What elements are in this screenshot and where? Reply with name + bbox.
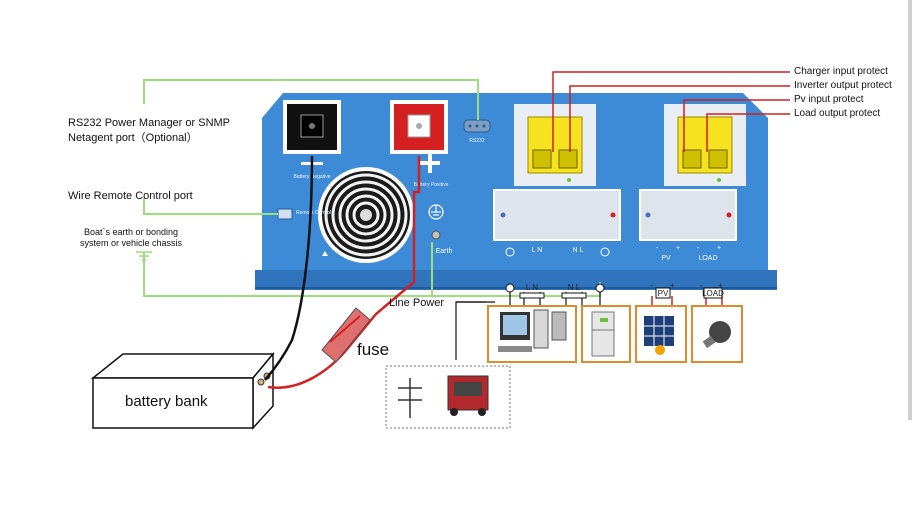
svg-text:+: + bbox=[718, 281, 723, 290]
cooling-fan bbox=[318, 167, 414, 263]
rs232-label-line2: Netagent port（Optional） bbox=[68, 132, 198, 144]
inverter-base bbox=[255, 270, 777, 290]
fuse-label: fuse bbox=[357, 340, 390, 359]
earth-label-line2: system or vehicle chassis bbox=[80, 238, 183, 248]
remote-control-port[interactable] bbox=[277, 208, 293, 220]
ac-terminal-cover[interactable] bbox=[493, 189, 621, 241]
positive-sign-v bbox=[428, 153, 432, 173]
rs232-port[interactable] bbox=[463, 119, 491, 133]
svg-text:-: - bbox=[656, 245, 659, 252]
sub-ln-label: L N bbox=[526, 283, 538, 292]
pv-terminal-label: PV bbox=[661, 255, 671, 262]
lamp-load-box bbox=[691, 305, 743, 363]
rs232-label-line1: RS232 Power Manager or SNMP bbox=[68, 117, 231, 129]
battery-bank bbox=[90, 351, 275, 430]
earth-symbol-icon bbox=[428, 204, 444, 220]
callout-pv-input-protect: Pv input protect bbox=[794, 94, 864, 105]
svg-text:+: + bbox=[676, 245, 680, 252]
rs232-port-label: RS232 bbox=[469, 138, 485, 144]
ac-output-terminals: N L bbox=[573, 247, 584, 254]
remote-port-label: Remote Control bbox=[296, 210, 331, 216]
svg-text:+: + bbox=[670, 281, 675, 290]
earth-terminal[interactable] bbox=[431, 230, 441, 240]
battery-positive-terminal[interactable] bbox=[390, 100, 448, 154]
ac-input-terminals: L N bbox=[532, 247, 543, 254]
line-power-source-box bbox=[385, 365, 511, 429]
callout-charger-input-protect: Charger input protect bbox=[794, 66, 888, 77]
callout-load-output-protect: Load output protect bbox=[794, 108, 881, 119]
load-terminal-label: LOAD bbox=[698, 255, 717, 262]
appliance-fridge-box bbox=[581, 305, 631, 363]
green-signal-wires bbox=[143, 79, 601, 297]
svg-text:-: - bbox=[700, 281, 703, 290]
positive-cable bbox=[267, 156, 421, 389]
fuse-icon bbox=[321, 307, 371, 363]
chassis-earth-icon bbox=[136, 251, 152, 261]
sub-load-label: LOAD bbox=[702, 289, 724, 298]
battery-negative-terminal[interactable] bbox=[283, 100, 341, 154]
breaker-charger-inverter[interactable] bbox=[514, 104, 596, 186]
callout-lines bbox=[552, 71, 790, 152]
wire-remote-label: Wire Remote Control port bbox=[68, 190, 193, 202]
svg-text:+: + bbox=[717, 245, 721, 252]
battery-bank-label: battery bank bbox=[125, 393, 208, 410]
sub-nl-label: N L bbox=[568, 283, 581, 292]
earth-label-line1: Boat`s earth or bonding bbox=[84, 227, 179, 237]
earth-label: Earth bbox=[436, 248, 453, 255]
callout-inverter-output-protect: Inverter output protect bbox=[794, 80, 892, 91]
sub-pv-label: PV bbox=[658, 289, 669, 298]
line-power-label: Line Power bbox=[389, 297, 445, 309]
svg-text:-: - bbox=[650, 281, 653, 290]
svg-text:-: - bbox=[697, 245, 700, 252]
negative-cable bbox=[264, 155, 314, 381]
dc-terminal-cover[interactable] bbox=[639, 189, 737, 241]
appliance-computer-box bbox=[487, 305, 577, 363]
solar-panel-box bbox=[635, 305, 687, 363]
battery-positive-label: Battery Positive bbox=[414, 182, 449, 188]
breaker-pv-load[interactable] bbox=[664, 104, 746, 186]
